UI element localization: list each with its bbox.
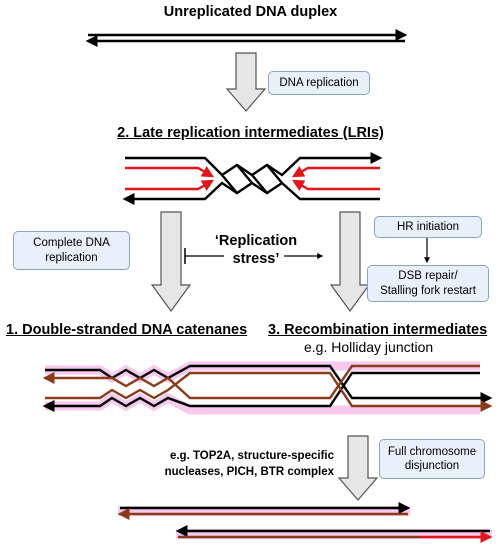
lri-structure	[122, 152, 383, 205]
block-arrow-to-recombination	[329, 211, 371, 313]
box-dna-replication: DNA replication	[268, 71, 370, 95]
box-dsb-line2: Stalling fork restart	[380, 284, 476, 297]
subtitle-holliday: e.g. Holliday junction	[304, 339, 434, 355]
box-full-line1: Full chromosome	[387, 445, 477, 458]
box-hr-initiation: HR initiation	[374, 216, 482, 238]
inhibition-arrow	[184, 248, 224, 264]
box-hr-initiation-label: HR initiation	[397, 220, 459, 233]
box-dsb-repair: DSB repair/ Stalling fork restart	[367, 265, 489, 302]
title-unreplicated: Unreplicated DNA duplex	[163, 4, 338, 20]
block-arrow-replication	[225, 52, 267, 112]
replication-stress-label: ‘Replication stress’	[206, 232, 306, 268]
box-dsb-line1: DSB repair/	[398, 270, 458, 283]
box-full-line2: disjunction	[404, 460, 460, 472]
box-complete-replication: Complete DNA replication	[13, 231, 130, 270]
title-recombination: 3. Recombination intermediates	[268, 322, 488, 338]
box-dna-replication-label: DNA replication	[279, 76, 359, 89]
block-arrow-resolution	[337, 435, 379, 501]
resolved-products	[117, 502, 493, 543]
box-complete-line1: Complete DNA	[33, 237, 110, 250]
title-late-replication: 2. Late replication intermediates (LRIs)	[117, 125, 384, 141]
title-catenanes: 1. Double-stranded DNA catenanes	[6, 322, 248, 338]
stress-line1: ‘Replication	[214, 233, 298, 249]
box-complete-line2: replication	[45, 251, 98, 264]
block-arrow-to-catenanes	[150, 211, 192, 313]
unreplicated-duplex	[85, 29, 408, 47]
catenane-holliday-structure	[42, 361, 493, 415]
box-full-disjunction: Full chromosome disjunction	[379, 439, 485, 479]
resolution-note-line2: nucleases, PICH, BTR complex	[164, 465, 334, 478]
stress-line2: stress’	[232, 251, 280, 268]
resolution-note-line1: e.g. TOP2A, structure-specific	[169, 450, 334, 462]
resolution-note: e.g. TOP2A, structure-specific nucleases…	[150, 449, 334, 480]
